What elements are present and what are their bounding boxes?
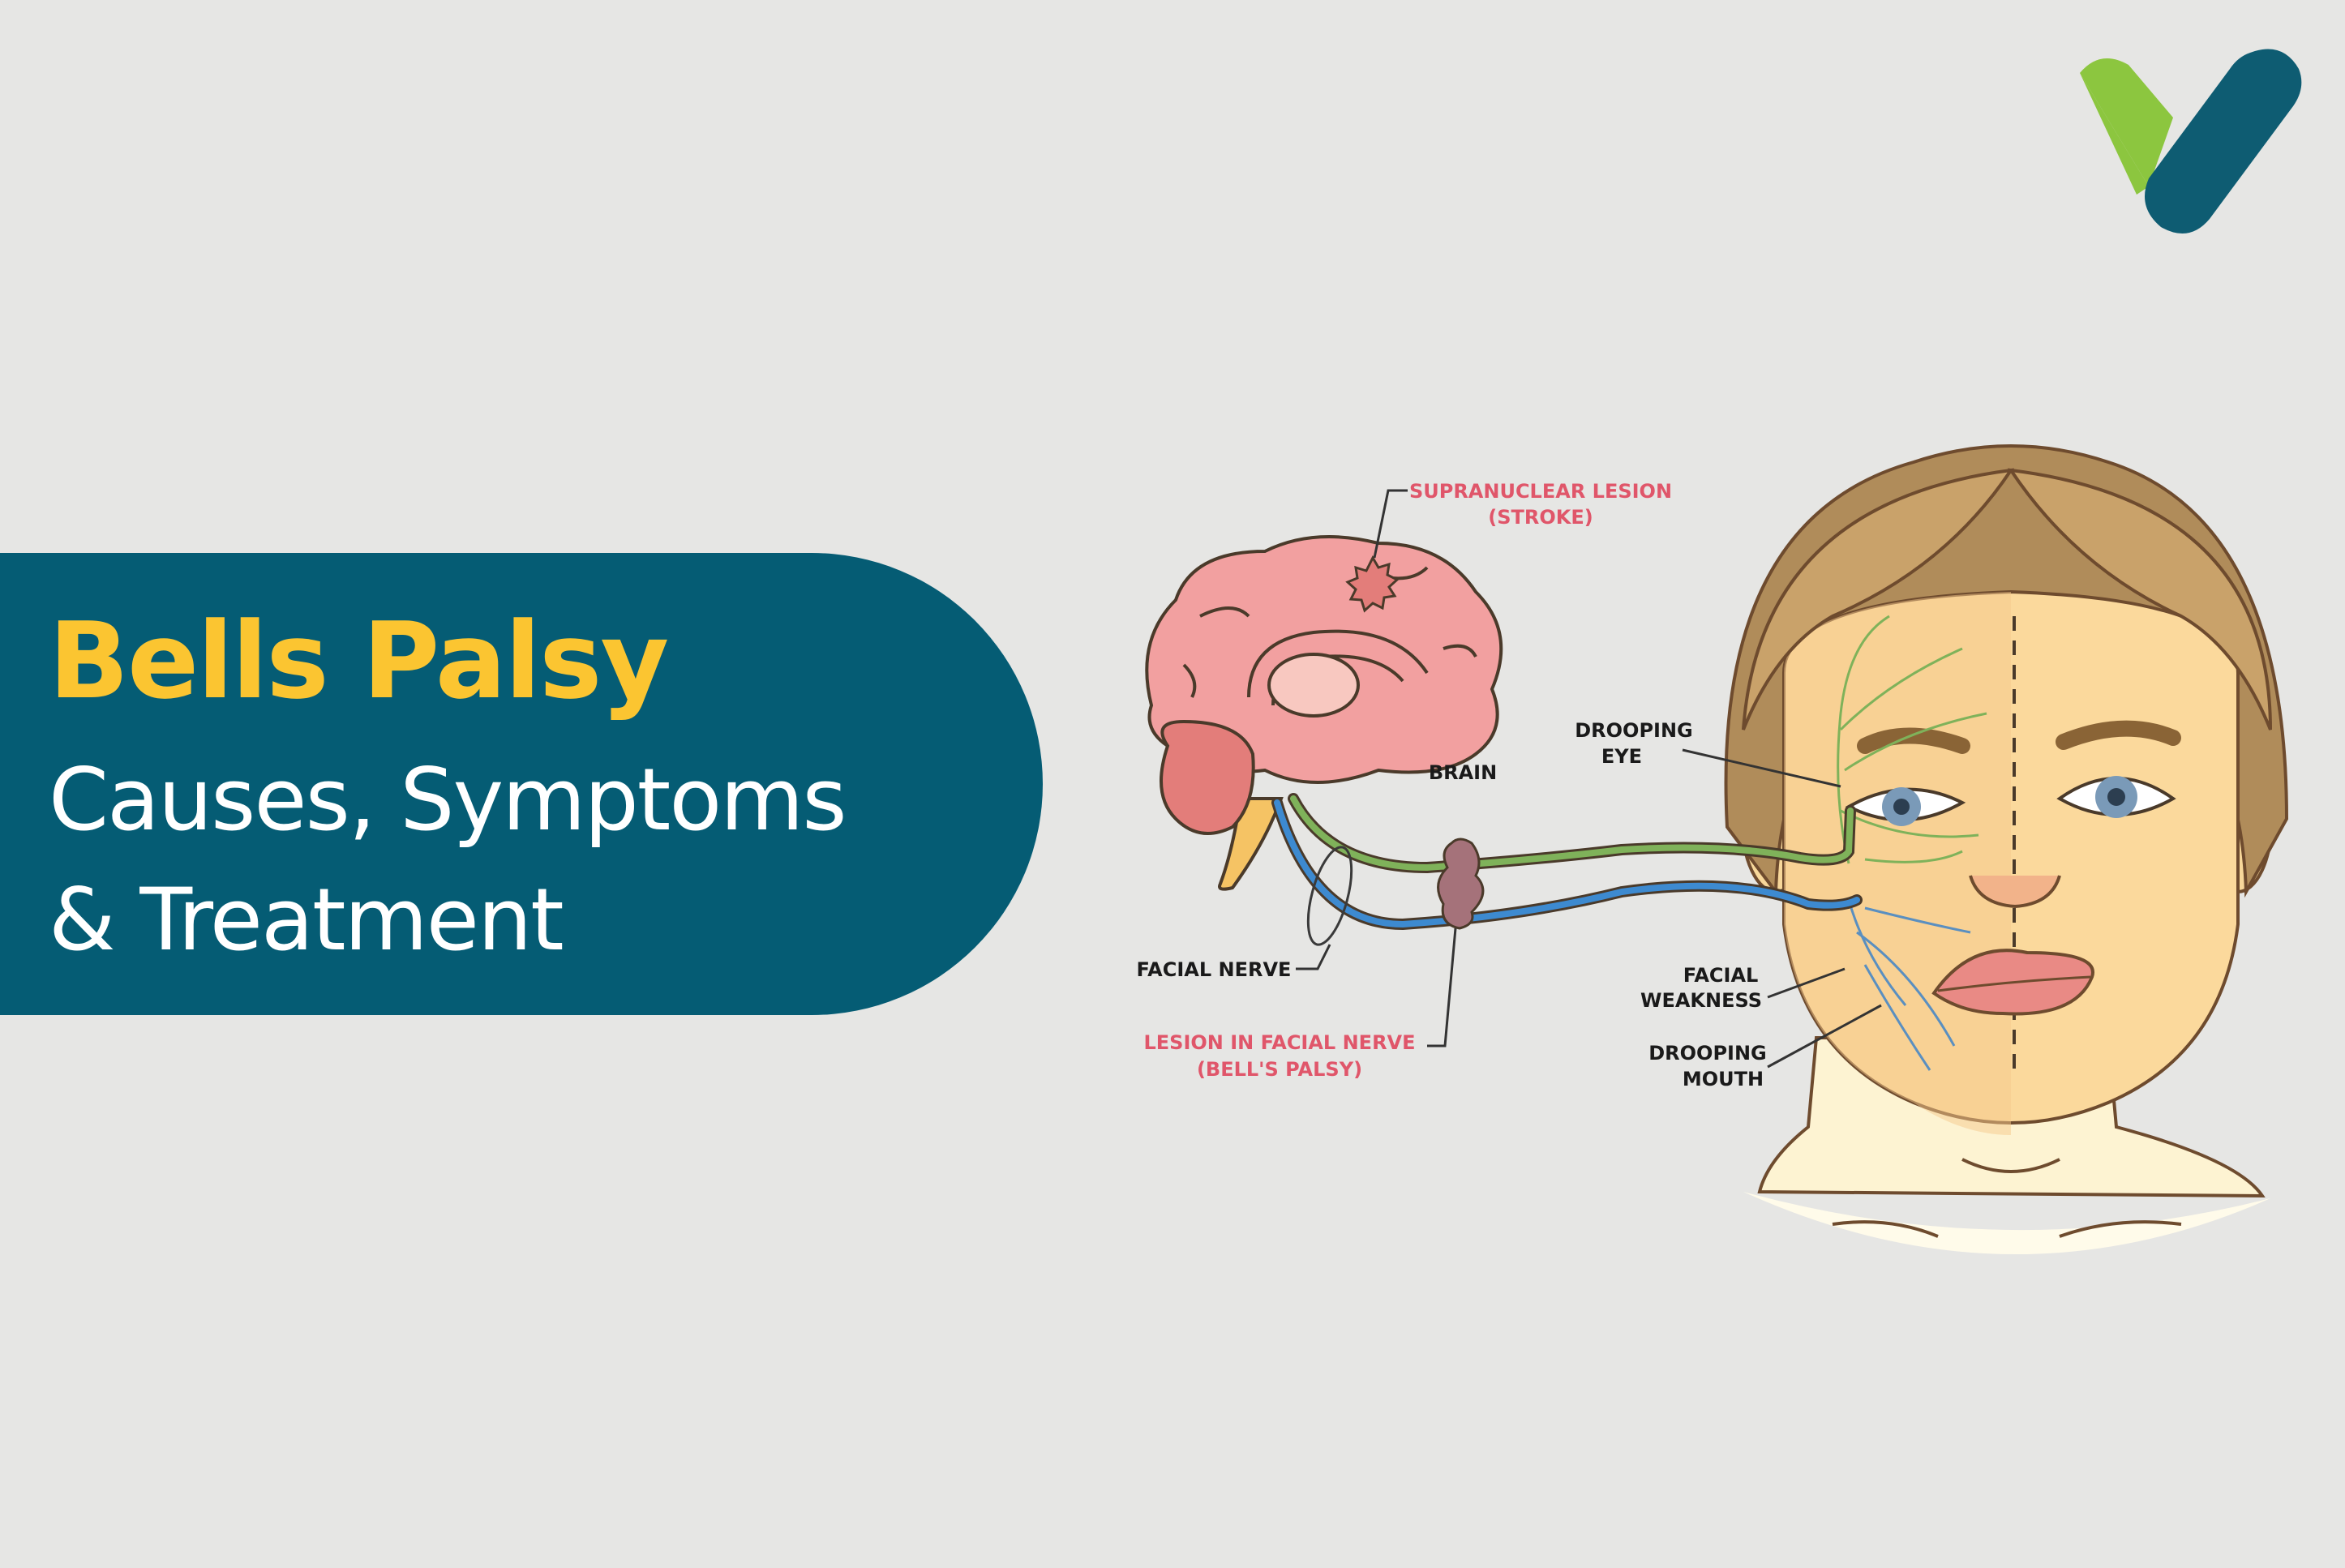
label-supranuclear-lesion: SUPRANUCLEAR LESION xyxy=(1409,480,1672,503)
face-illustration xyxy=(1724,444,2289,1255)
page-title: Bells Palsy xyxy=(49,599,669,722)
label-drooping-mouth-2: MOUTH xyxy=(1683,1068,1764,1090)
stroke-lesion-marker xyxy=(1345,555,1400,613)
label-supranuclear-stroke: (STROKE) xyxy=(1488,506,1593,529)
label-facial-nerve: FACIAL NERVE xyxy=(1137,958,1292,981)
label-brain: BRAIN xyxy=(1429,761,1497,784)
brain-illustration xyxy=(1145,535,1503,891)
title-banner xyxy=(0,553,1043,1015)
label-drooping-eye-1: DROOPING xyxy=(1575,719,1693,742)
label-drooping-eye-2: EYE xyxy=(1601,745,1642,768)
label-lesion-bells-palsy: (BELL'S PALSY) xyxy=(1197,1058,1362,1081)
cerebellum xyxy=(1160,719,1255,835)
nerve-lesion-marker xyxy=(1437,838,1485,930)
label-lesion-facial-nerve: LESION IN FACIAL NERVE xyxy=(1143,1031,1415,1054)
logo-icon xyxy=(2080,49,2302,233)
subtitle-line-1: Causes, Symptoms xyxy=(49,750,847,850)
label-facial-weakness-1: FACIAL xyxy=(1683,964,1759,987)
label-facial-weakness-2: WEAKNESS xyxy=(1640,989,1762,1012)
subtitle-line-2: & Treatment xyxy=(49,870,564,970)
label-drooping-mouth-1: DROOPING xyxy=(1648,1042,1767,1065)
brainstem xyxy=(1218,797,1284,891)
facial-nerve-highlight xyxy=(1306,846,1353,946)
